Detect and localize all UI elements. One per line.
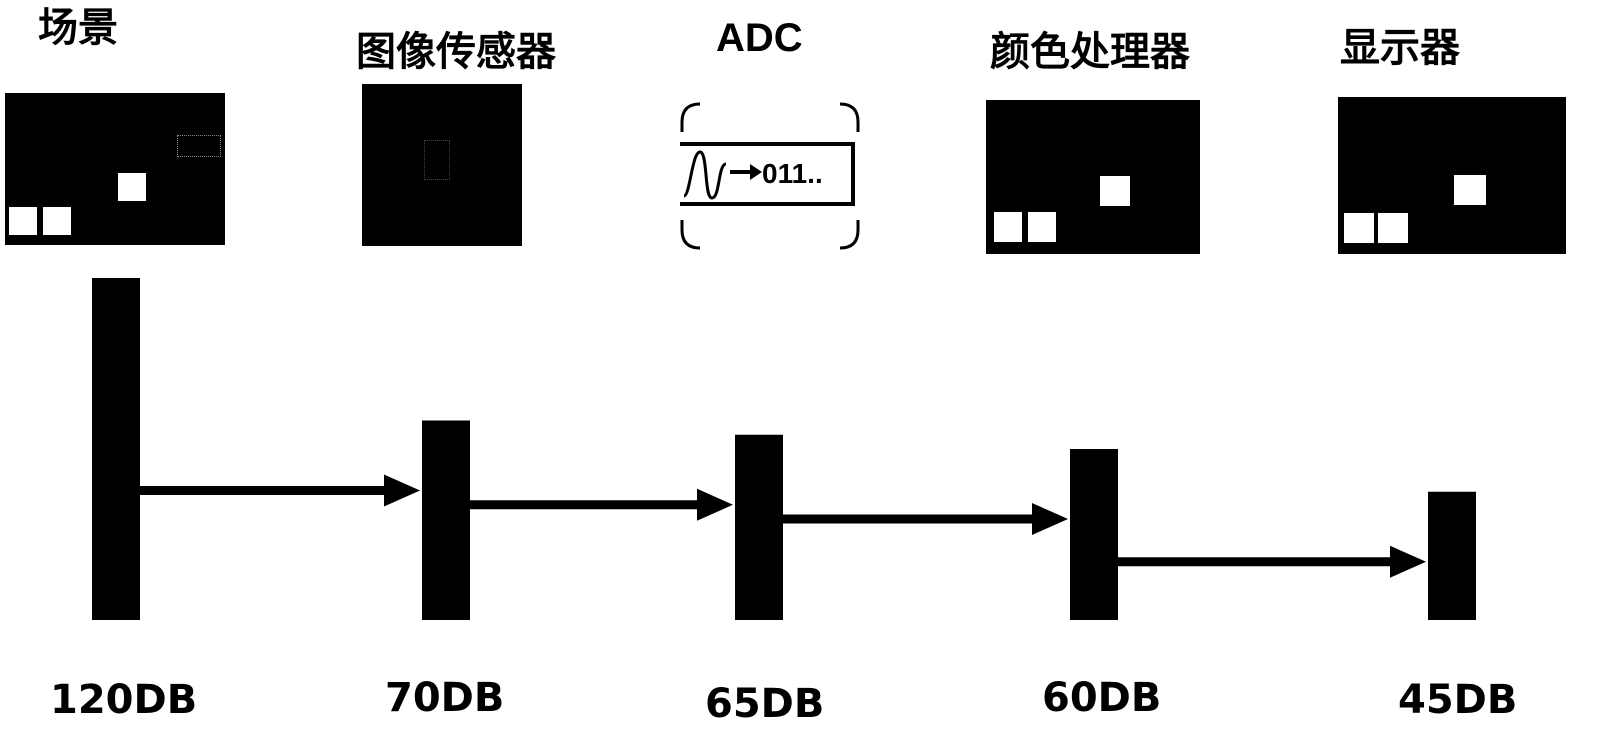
range-bar-sensor xyxy=(422,420,470,620)
db-label-adc: 65DB xyxy=(705,681,825,727)
flow-arrow xyxy=(783,503,1068,535)
display-bright-square xyxy=(1344,213,1374,243)
range-bar-adc xyxy=(735,434,783,620)
flow-arrow xyxy=(140,474,420,507)
processor-bright-square xyxy=(1028,212,1056,242)
range-bar-scene xyxy=(92,278,140,620)
stage-title-adc: ADC xyxy=(716,16,803,60)
processor-bright-square xyxy=(994,212,1022,242)
range-bar-display xyxy=(1428,491,1476,620)
sensor-image xyxy=(362,84,522,246)
scene-bright-square xyxy=(9,207,37,235)
range-bar-processor xyxy=(1070,449,1118,620)
processor-image xyxy=(986,100,1200,254)
flow-arrow xyxy=(1118,545,1426,578)
display-bright-square xyxy=(1378,213,1408,243)
stage-title-sensor: 图像传感器 xyxy=(356,29,556,75)
adc-digital-output: 011.. xyxy=(762,158,823,189)
db-label-sensor: 70DB xyxy=(385,675,505,721)
stage-title-processor: 颜色处理器 xyxy=(990,29,1190,75)
display-image xyxy=(1338,97,1566,254)
display-bright-square xyxy=(1454,175,1486,205)
flow-arrow xyxy=(470,488,733,521)
scene-image xyxy=(5,93,225,245)
db-label-processor: 60DB xyxy=(1042,675,1162,721)
sensor-faint-region xyxy=(424,140,450,180)
scene-bright-square xyxy=(43,207,71,235)
db-label-display: 45DB xyxy=(1398,677,1518,723)
processor-bright-square xyxy=(1100,176,1130,206)
stage-title-display: 显示器 xyxy=(1340,25,1460,71)
db-label-scene: 120DB xyxy=(50,677,198,723)
scene-faint-outline xyxy=(177,135,221,157)
stage-title-scene: 场景 xyxy=(38,5,118,51)
scene-bright-square xyxy=(118,173,146,201)
